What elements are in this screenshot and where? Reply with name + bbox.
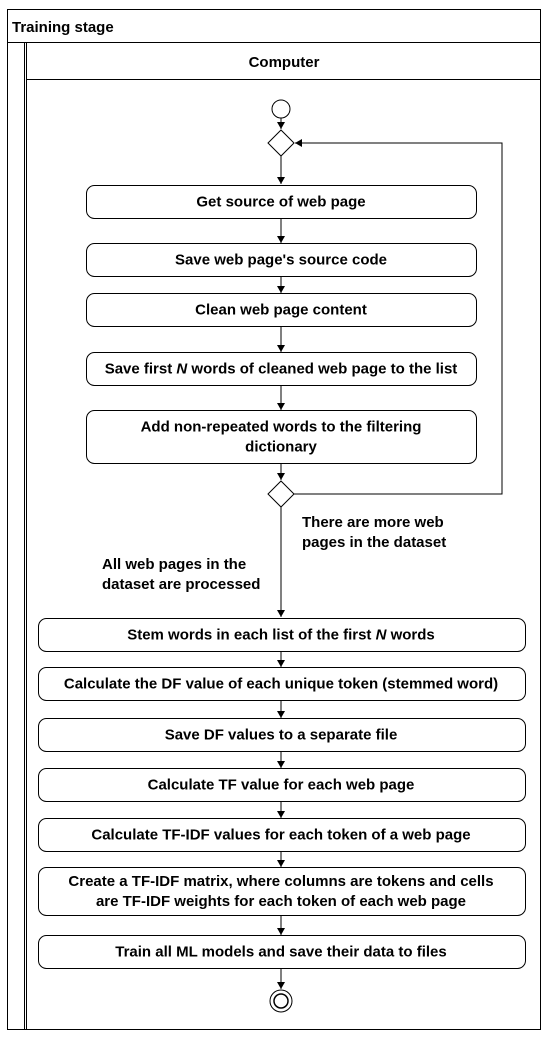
action-label: Save web page's source code xyxy=(175,252,387,269)
action-label: Train all ML models and save their data … xyxy=(115,944,447,961)
action-label: Get source of web page xyxy=(196,194,365,211)
action-box xyxy=(86,185,477,219)
action-label: dictionary xyxy=(245,439,317,456)
action-box xyxy=(38,818,526,852)
action-label: Create a TF-IDF matrix, where columns ar… xyxy=(68,873,493,890)
action-label: Calculate TF-IDF values for each token o… xyxy=(91,827,470,844)
action-label: Clean web page content xyxy=(195,302,367,319)
action-box xyxy=(38,768,526,802)
action-stem-words: Stem words in each list of the first N w… xyxy=(38,618,526,652)
action-calculate-tf: Calculate TF value for each web page xyxy=(38,768,526,802)
action-box xyxy=(38,867,526,916)
action-box xyxy=(38,935,526,969)
action-box xyxy=(86,293,477,327)
action-box xyxy=(86,243,477,277)
action-calculate-tfidf: Calculate TF-IDF values for each token o… xyxy=(38,818,526,852)
action-label: are TF-IDF weights for each token of eac… xyxy=(96,893,466,910)
action-label: Save DF values to a separate file xyxy=(165,727,398,744)
action-calculate-df: Calculate the DF value of each unique to… xyxy=(38,667,526,701)
final-node xyxy=(269,989,293,1013)
pool-title: Training stage xyxy=(12,19,114,36)
pool-frame xyxy=(7,9,541,1030)
action-save-first-n-words: Save first N words of cleaned web page t… xyxy=(86,352,477,386)
action-label: Calculate the DF value of each unique to… xyxy=(64,676,498,693)
action-save-source: Save web page's source code xyxy=(86,243,477,277)
action-box xyxy=(38,618,526,652)
guard-exit-label: All web pages in the dataset are process… xyxy=(102,556,260,593)
action-label: Stem words in each list of the first N w… xyxy=(127,627,435,644)
initial-node xyxy=(271,99,291,119)
action-box xyxy=(86,410,477,464)
action-create-tfidf-matrix: Create a TF-IDF matrix, where columns ar… xyxy=(38,867,526,916)
action-box xyxy=(38,667,526,701)
action-box xyxy=(38,718,526,752)
action-clean-content: Clean web page content xyxy=(86,293,477,327)
action-add-to-dictionary: Add non-repeated words to the filtering d… xyxy=(86,410,477,464)
guard-loop-label: There are more web pages in the dataset xyxy=(302,514,448,551)
action-box xyxy=(86,352,477,386)
control-flows xyxy=(277,118,503,989)
action-label: Calculate TF value for each web page xyxy=(148,777,415,794)
lane-title: Computer xyxy=(249,54,320,71)
action-train-models: Train all ML models and save their data … xyxy=(38,935,526,969)
action-label: Add non-repeated words to the filtering xyxy=(141,419,422,436)
action-label: Save first N words of cleaned web page t… xyxy=(105,361,458,378)
action-save-df: Save DF values to a separate file xyxy=(38,718,526,752)
action-get-source: Get source of web page xyxy=(86,185,477,219)
